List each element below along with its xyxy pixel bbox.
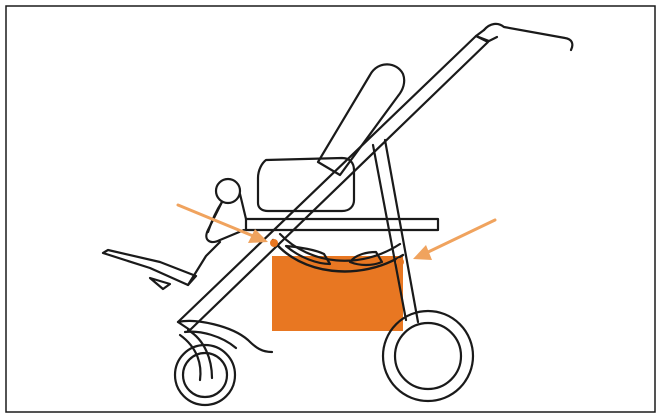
frame-border [6, 6, 655, 412]
left-attachment-point [270, 239, 278, 247]
under-seat-basket [272, 256, 403, 331]
right-attachment-point [396, 258, 404, 266]
